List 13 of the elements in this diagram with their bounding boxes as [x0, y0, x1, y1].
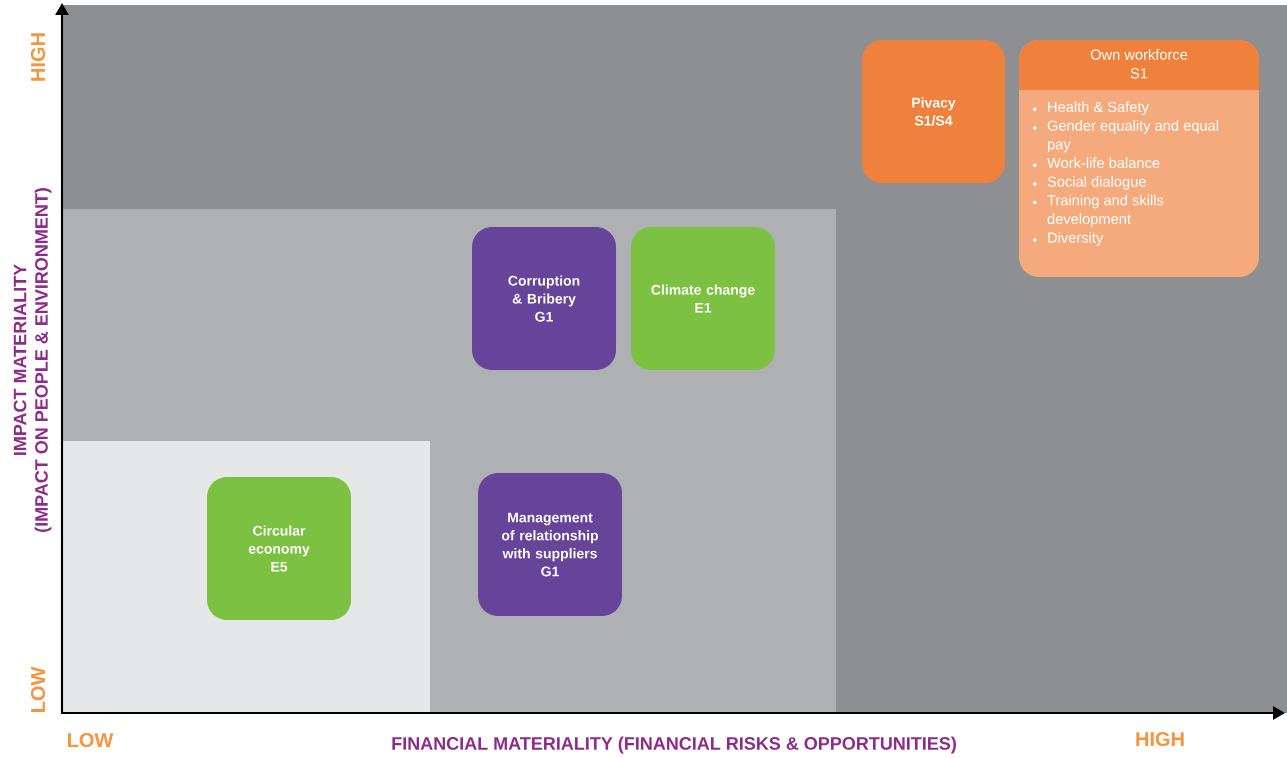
topic-box: Circular economy E5 [207, 477, 351, 620]
topic-box: Climate change E1 [631, 227, 775, 370]
topic-box: Own workforce S1 Health & Safety Gender equality and equal pay Work-life balance Social dialogue Training and skills development Diversity [1019, 40, 1259, 277]
axis-level-label: HIGH [30, 33, 46, 81]
axis-level-label: LOW [68, 732, 114, 748]
axis-title: (IMPACT ON PEOPLE & ENVIRONMENT) [34, 188, 52, 532]
axis-title: FINANCIAL MATERIALITY (FINANCIAL RISKS & OPPORTUNITIES) [392, 736, 956, 754]
topic-box: Corruption & Bribery G1 [472, 227, 616, 370]
axis-title: IMPACT MATERIALITY [13, 264, 27, 455]
axis-level-label: HIGH [1136, 731, 1184, 747]
topic-box: Management of relationship with suppliers G1 [478, 473, 622, 616]
axis-level-label: LOW [30, 666, 46, 712]
topic-box: Pivacy S1/S4 [862, 40, 1005, 183]
